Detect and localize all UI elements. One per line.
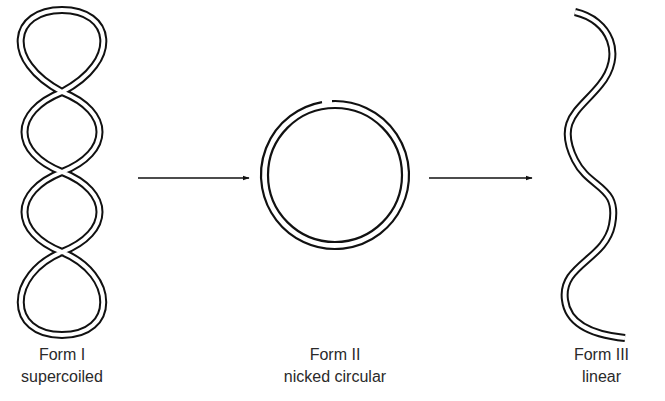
dna-strand-gap xyxy=(21,10,104,335)
dna-form-node: Form IInicked circular xyxy=(255,6,415,388)
reaction-arrow xyxy=(429,177,532,179)
dna-strand-intact xyxy=(268,108,402,242)
form-name: Form I xyxy=(39,344,85,366)
form-name: Form III xyxy=(574,344,629,366)
form-name: Form II xyxy=(310,344,361,366)
form-description: nicked circular xyxy=(284,366,386,388)
dna-strand-outer xyxy=(565,12,625,338)
dna-form-node: Form Isupercoiled xyxy=(0,6,124,388)
dna-form-node: Form IIIlinear xyxy=(538,6,665,388)
reaction-arrow xyxy=(138,177,249,179)
supercoiled-dna xyxy=(21,10,104,335)
dna-strand-outer xyxy=(21,10,104,335)
form-description: supercoiled xyxy=(21,366,103,388)
dna-strand-gap xyxy=(565,12,625,338)
nicked-circular-dna xyxy=(261,101,409,249)
linear-dna xyxy=(565,12,625,338)
dna-strand-nicked xyxy=(261,101,409,249)
form-description: linear xyxy=(582,366,621,388)
